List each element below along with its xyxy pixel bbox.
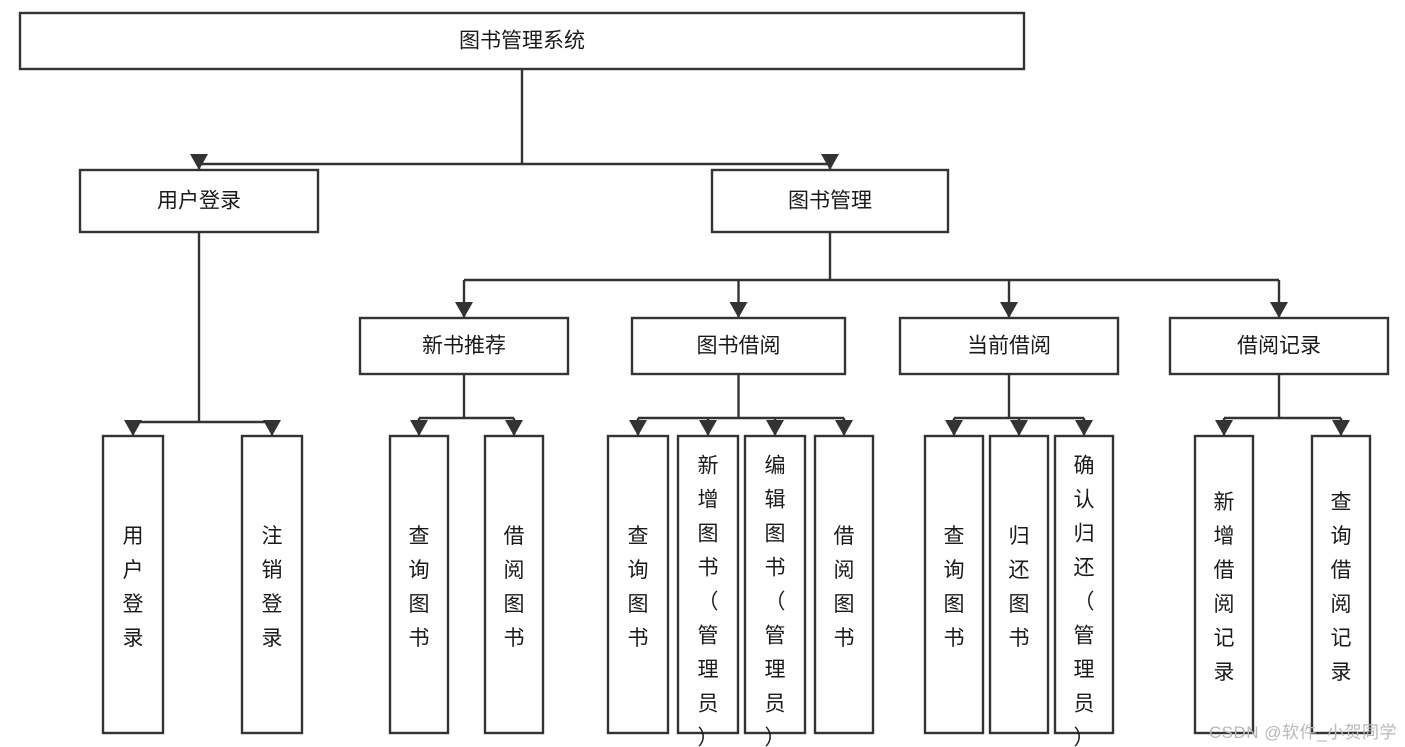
arrow-head-icon	[729, 302, 748, 318]
arrow-head-icon	[190, 154, 208, 170]
leaf-l-borrow-book-1-label: 借阅图书	[504, 525, 525, 650]
arrow-head-icon	[505, 420, 523, 436]
leaf-l-add-record-label: 新增借阅记录	[1214, 491, 1235, 684]
leaf-l-edit-book[interactable]: 编辑图书（管理员）	[743, 434, 807, 747]
node-borrow-record-label: 借阅记录	[1237, 335, 1321, 358]
node-root-label: 图书管理系统	[459, 30, 585, 53]
leaf-leaf-user-logout-box	[240, 434, 304, 735]
leaf-l-add-record-box	[1193, 434, 1255, 735]
node-new-book-rec-label: 新书推荐	[422, 335, 506, 358]
arrow-head-icon	[124, 420, 142, 436]
leaf-l-edit-book-box	[743, 434, 807, 735]
leaf-l-borrow-book-1-box	[483, 434, 545, 735]
leaf-leaf-user-logout-label: 注销登录	[262, 525, 283, 650]
leaf-l-borrow-book-2-box	[813, 434, 875, 735]
leaf-l-query-book-3-label: 查询图书	[944, 525, 965, 650]
node-new-book-rec-box	[358, 316, 570, 376]
leaf-l-query-record-label: 查询借阅记录	[1331, 491, 1352, 684]
leaf-leaf-user-login-box	[101, 434, 165, 735]
leaf-l-confirm-return-box	[1053, 434, 1115, 735]
connector-layer	[124, 69, 1350, 436]
leaf-l-return-book-label: 归还图书	[1009, 525, 1030, 650]
node-layer: 图书管理系统用户登录图书管理新书推荐图书借阅当前借阅借阅记录用户登录注销登录查询…	[18, 11, 1390, 747]
leaf-l-query-book-1-label: 查询图书	[409, 525, 430, 650]
leaf-leaf-user-logout[interactable]: 注销登录	[240, 434, 304, 735]
node-user-login-label: 用户登录	[157, 190, 241, 213]
arrow-head-icon	[1000, 302, 1018, 318]
arrow-head-icon	[1270, 302, 1288, 318]
leaf-l-query-book-2-label: 查询图书	[628, 525, 649, 650]
leaf-l-borrow-book-1[interactable]: 借阅图书	[483, 434, 545, 735]
node-book-borrow-label: 图书借阅	[697, 335, 781, 358]
leaf-l-add-book-box	[676, 434, 740, 735]
arrow-head-icon	[455, 302, 473, 318]
arrow-head-icon	[835, 420, 853, 436]
leaf-l-query-book-2[interactable]: 查询图书	[606, 434, 670, 735]
leaf-l-query-record[interactable]: 查询借阅记录	[1310, 434, 1372, 735]
arrow-head-icon	[263, 420, 281, 436]
leaf-leaf-user-login-label: 用户登录	[123, 525, 144, 650]
leaf-leaf-user-login[interactable]: 用户登录	[101, 434, 165, 735]
node-book-borrow[interactable]: 图书借阅	[630, 316, 847, 376]
node-borrow-record-box	[1168, 316, 1390, 376]
node-user-login[interactable]: 用户登录	[78, 168, 320, 234]
leaf-l-query-book-3[interactable]: 查询图书	[923, 434, 985, 735]
node-book-manage-box	[710, 168, 950, 234]
node-current-borrow-box	[898, 316, 1120, 376]
leaf-l-add-record[interactable]: 新增借阅记录	[1193, 434, 1255, 735]
leaf-l-add-book-label: 新增图书（管理员）	[698, 455, 719, 747]
arrow-head-icon	[1215, 420, 1233, 436]
node-user-login-box	[78, 168, 320, 234]
node-borrow-record[interactable]: 借阅记录	[1168, 316, 1390, 376]
node-current-borrow[interactable]: 当前借阅	[898, 316, 1120, 376]
node-root-box	[18, 11, 1026, 71]
arrow-head-icon	[629, 420, 647, 436]
leaf-l-return-book[interactable]: 归还图书	[988, 434, 1050, 735]
node-new-book-rec[interactable]: 新书推荐	[358, 316, 570, 376]
node-book-manage[interactable]: 图书管理	[710, 168, 950, 234]
leaf-l-borrow-book-2-label: 借阅图书	[834, 525, 855, 650]
leaf-l-query-book-1[interactable]: 查询图书	[388, 434, 450, 735]
leaf-l-borrow-book-2[interactable]: 借阅图书	[813, 434, 875, 735]
node-current-borrow-label: 当前借阅	[967, 335, 1051, 358]
csdn-watermark: CSDN @软件_小贺同学	[1208, 723, 1397, 742]
leaf-l-query-record-box	[1310, 434, 1372, 735]
leaf-l-confirm-return[interactable]: 确认归还（管理员）	[1053, 434, 1115, 747]
leaf-l-confirm-return-label: 确认归还（管理员）	[1074, 455, 1095, 747]
arrow-head-icon	[821, 154, 839, 170]
node-book-borrow-box	[630, 316, 847, 376]
node-book-manage-label: 图书管理	[788, 190, 872, 213]
leaf-l-edit-book-label: 编辑图书（管理员）	[765, 455, 786, 747]
leaf-l-query-book-2-box	[606, 434, 670, 735]
node-root[interactable]: 图书管理系统	[18, 11, 1026, 71]
leaf-l-query-book-3-box	[923, 434, 985, 735]
arrow-head-icon	[1332, 420, 1350, 436]
arrow-head-icon	[699, 420, 717, 436]
arrow-head-icon	[1010, 420, 1028, 436]
leaf-l-add-book[interactable]: 新增图书（管理员）	[676, 434, 740, 747]
leaf-l-query-book-1-box	[388, 434, 450, 735]
arrow-head-icon	[1075, 420, 1093, 436]
arrow-head-icon	[410, 420, 428, 436]
leaf-l-return-book-box	[988, 434, 1050, 735]
arrow-head-icon	[766, 420, 784, 436]
arrow-head-icon	[945, 420, 963, 436]
